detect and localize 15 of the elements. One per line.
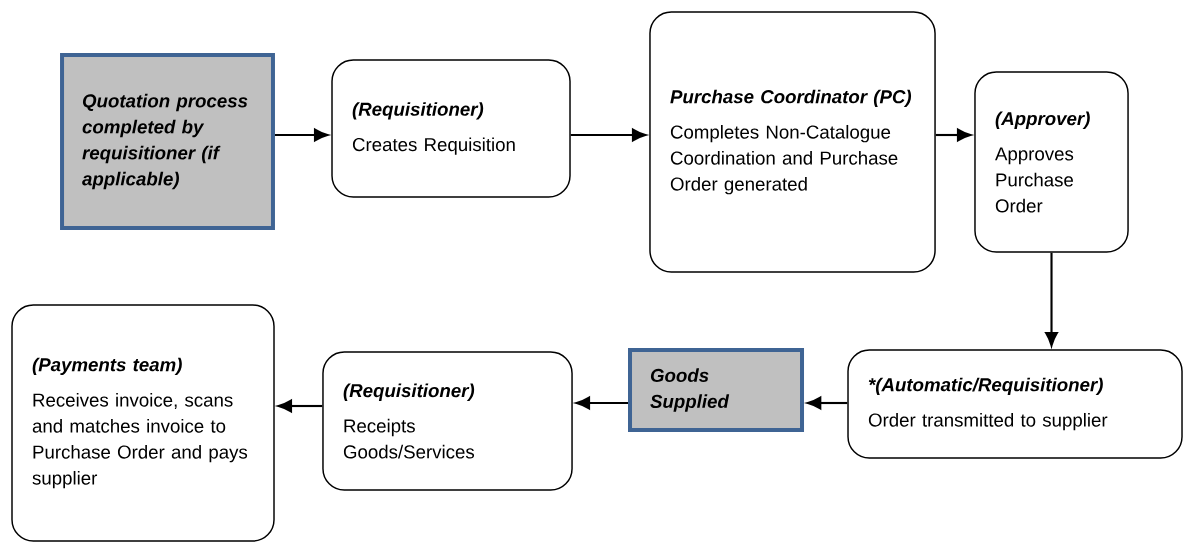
- arrow: [575, 396, 628, 410]
- arrow: [935, 128, 972, 142]
- process-box: (Payments team) Receives invoice, scans and matches invoice to Purchase Order and pays supplier: [11, 304, 275, 542]
- arrow: [274, 128, 329, 142]
- process-box: (Requisitioner) Creates Requisition: [331, 59, 571, 198]
- arrow: [1045, 252, 1058, 347]
- process-box: (Approver) Approves Purchase Order: [974, 71, 1129, 253]
- process-box: Purchase Coordinator (PC) Completes Non-Catalogue Coordination and Purchase Order generated: [649, 11, 936, 273]
- arrow: [806, 396, 848, 410]
- process-box: Quotation process completed by requisitioner (if applicable): [60, 52, 275, 231]
- process-box: (Requisitioner) Receipts Goods/Services: [322, 351, 573, 491]
- process-box: Goods Supplied: [628, 348, 804, 432]
- arrow: [570, 128, 647, 142]
- arrow: [277, 399, 323, 413]
- process-box: *(Automatic/Requisitioner) Order transmitted to supplier: [847, 349, 1183, 459]
